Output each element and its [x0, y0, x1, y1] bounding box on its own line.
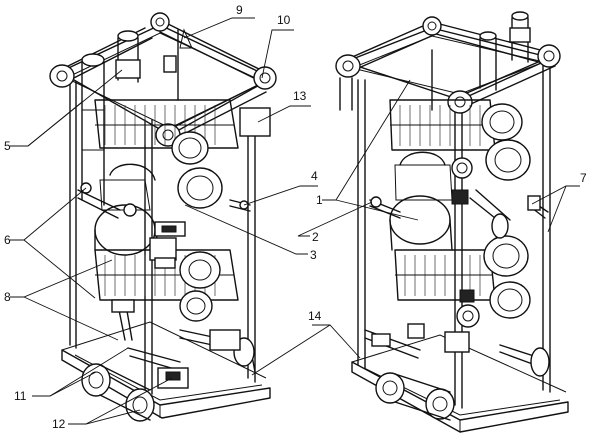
left-plate-pack-upper	[94, 99, 239, 149]
callout-13: 13	[293, 89, 307, 103]
callout-labels: 9 10 13 5 4 6 2 3 8 11 12 1 7 14	[4, 3, 587, 431]
right-plate-ports	[481, 103, 531, 319]
callout-4: 4	[311, 169, 318, 183]
left-plate-ports	[171, 131, 223, 322]
left-assembly	[49, 12, 277, 422]
right-middle-body	[389, 151, 453, 251]
right-plate-pack-lower	[394, 249, 496, 301]
callout-12: 12	[52, 417, 66, 431]
left-pipes-valves	[77, 28, 271, 389]
left-vertical-cylinders	[81, 30, 141, 206]
callout-1: 1	[316, 193, 323, 207]
callout-9: 9	[236, 3, 243, 17]
callout-6: 6	[4, 233, 11, 247]
right-top-flanges	[335, 16, 561, 114]
right-vertical-cylinders	[339, 11, 531, 111]
callout-5: 5	[4, 139, 11, 153]
right-plate-pack-upper	[389, 99, 496, 151]
callout-3: 3	[310, 248, 317, 262]
callout-14: 14	[308, 309, 322, 323]
callout-10: 10	[277, 13, 291, 27]
left-middle-body	[94, 163, 177, 269]
callout-7: 7	[580, 171, 587, 185]
callout-8: 8	[4, 290, 11, 304]
callout-2: 2	[312, 230, 319, 244]
right-assembly	[335, 11, 569, 433]
leader-lines	[10, 17, 580, 425]
callout-11: 11	[14, 389, 27, 403]
right-bottom-flanges	[375, 372, 455, 421]
right-pipes-valves	[364, 157, 550, 377]
